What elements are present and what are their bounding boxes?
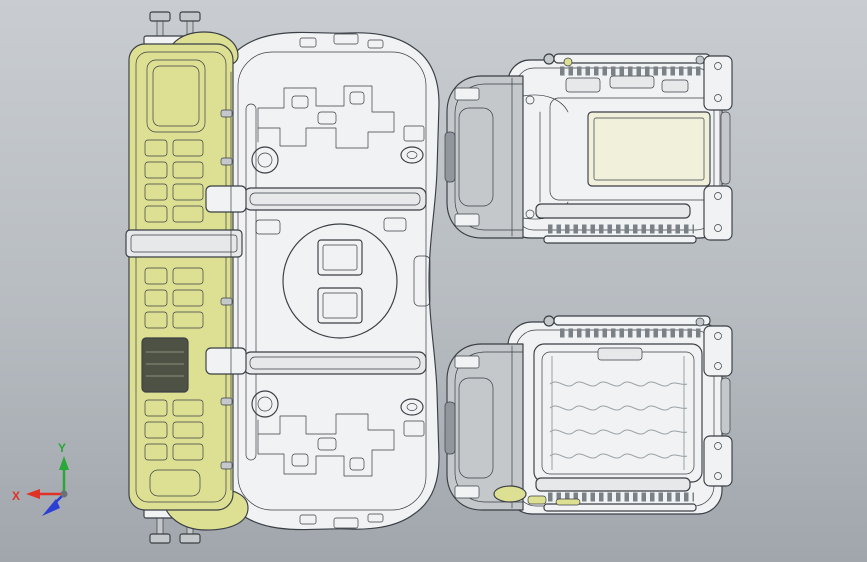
y-axis-label: Y (58, 441, 66, 455)
bottom-bar (543, 503, 697, 512)
right-edge-details (400, 125, 431, 437)
central-recess (282, 223, 398, 339)
top-rail (553, 315, 711, 326)
lower-rail (535, 203, 691, 219)
seat-frame-plate[interactable] (128, 43, 234, 511)
fasteners (543, 53, 705, 67)
lower-crossmember (243, 351, 427, 375)
bead-detail (255, 219, 281, 235)
right-hinge-brackets (703, 55, 733, 241)
triad-origin (60, 490, 68, 498)
cushion-frame (549, 97, 721, 201)
top-rail (553, 53, 711, 64)
fasteners (543, 315, 705, 327)
sill-bead (245, 103, 257, 461)
right-hinge-brackets (703, 325, 733, 487)
floor-pan-panel[interactable] (223, 31, 440, 531)
backrest-panel (533, 343, 703, 483)
drain-hole-lower (251, 390, 279, 418)
drain-hole-upper (251, 146, 279, 174)
x-axis-label: X (12, 489, 20, 503)
axis-triad[interactable]: X Y (12, 441, 69, 516)
edge-tabs (299, 33, 384, 529)
seat-front-view[interactable] (444, 53, 733, 244)
z-axis-arrowhead (42, 499, 60, 516)
floor-pan-assembly-view[interactable] (125, 11, 440, 544)
mid-cross-rail (125, 229, 243, 258)
lower-bead-pattern (257, 413, 395, 477)
link-bracket-lower (205, 347, 247, 375)
upper-crossmember (243, 187, 427, 211)
lower-rail (535, 477, 691, 492)
link-bracket-upper (205, 185, 247, 213)
front-shell (444, 75, 524, 239)
dark-bracket (141, 337, 189, 393)
bead-detail (383, 217, 407, 232)
khaki-trim-bits (493, 485, 581, 506)
lower-slots (141, 267, 204, 497)
cushion-panel (587, 111, 711, 187)
upper-slots (144, 59, 206, 223)
bottom-bar (543, 235, 697, 244)
seat-rear-view[interactable] (444, 315, 733, 515)
x-axis-arrowhead (26, 489, 40, 499)
upper-brackets (565, 75, 689, 93)
upper-bead-pattern (257, 85, 395, 149)
seam-clips (220, 71, 233, 491)
pan-inner-outline (237, 51, 427, 511)
front-shell (444, 343, 524, 511)
y-axis-arrowhead (59, 456, 69, 470)
